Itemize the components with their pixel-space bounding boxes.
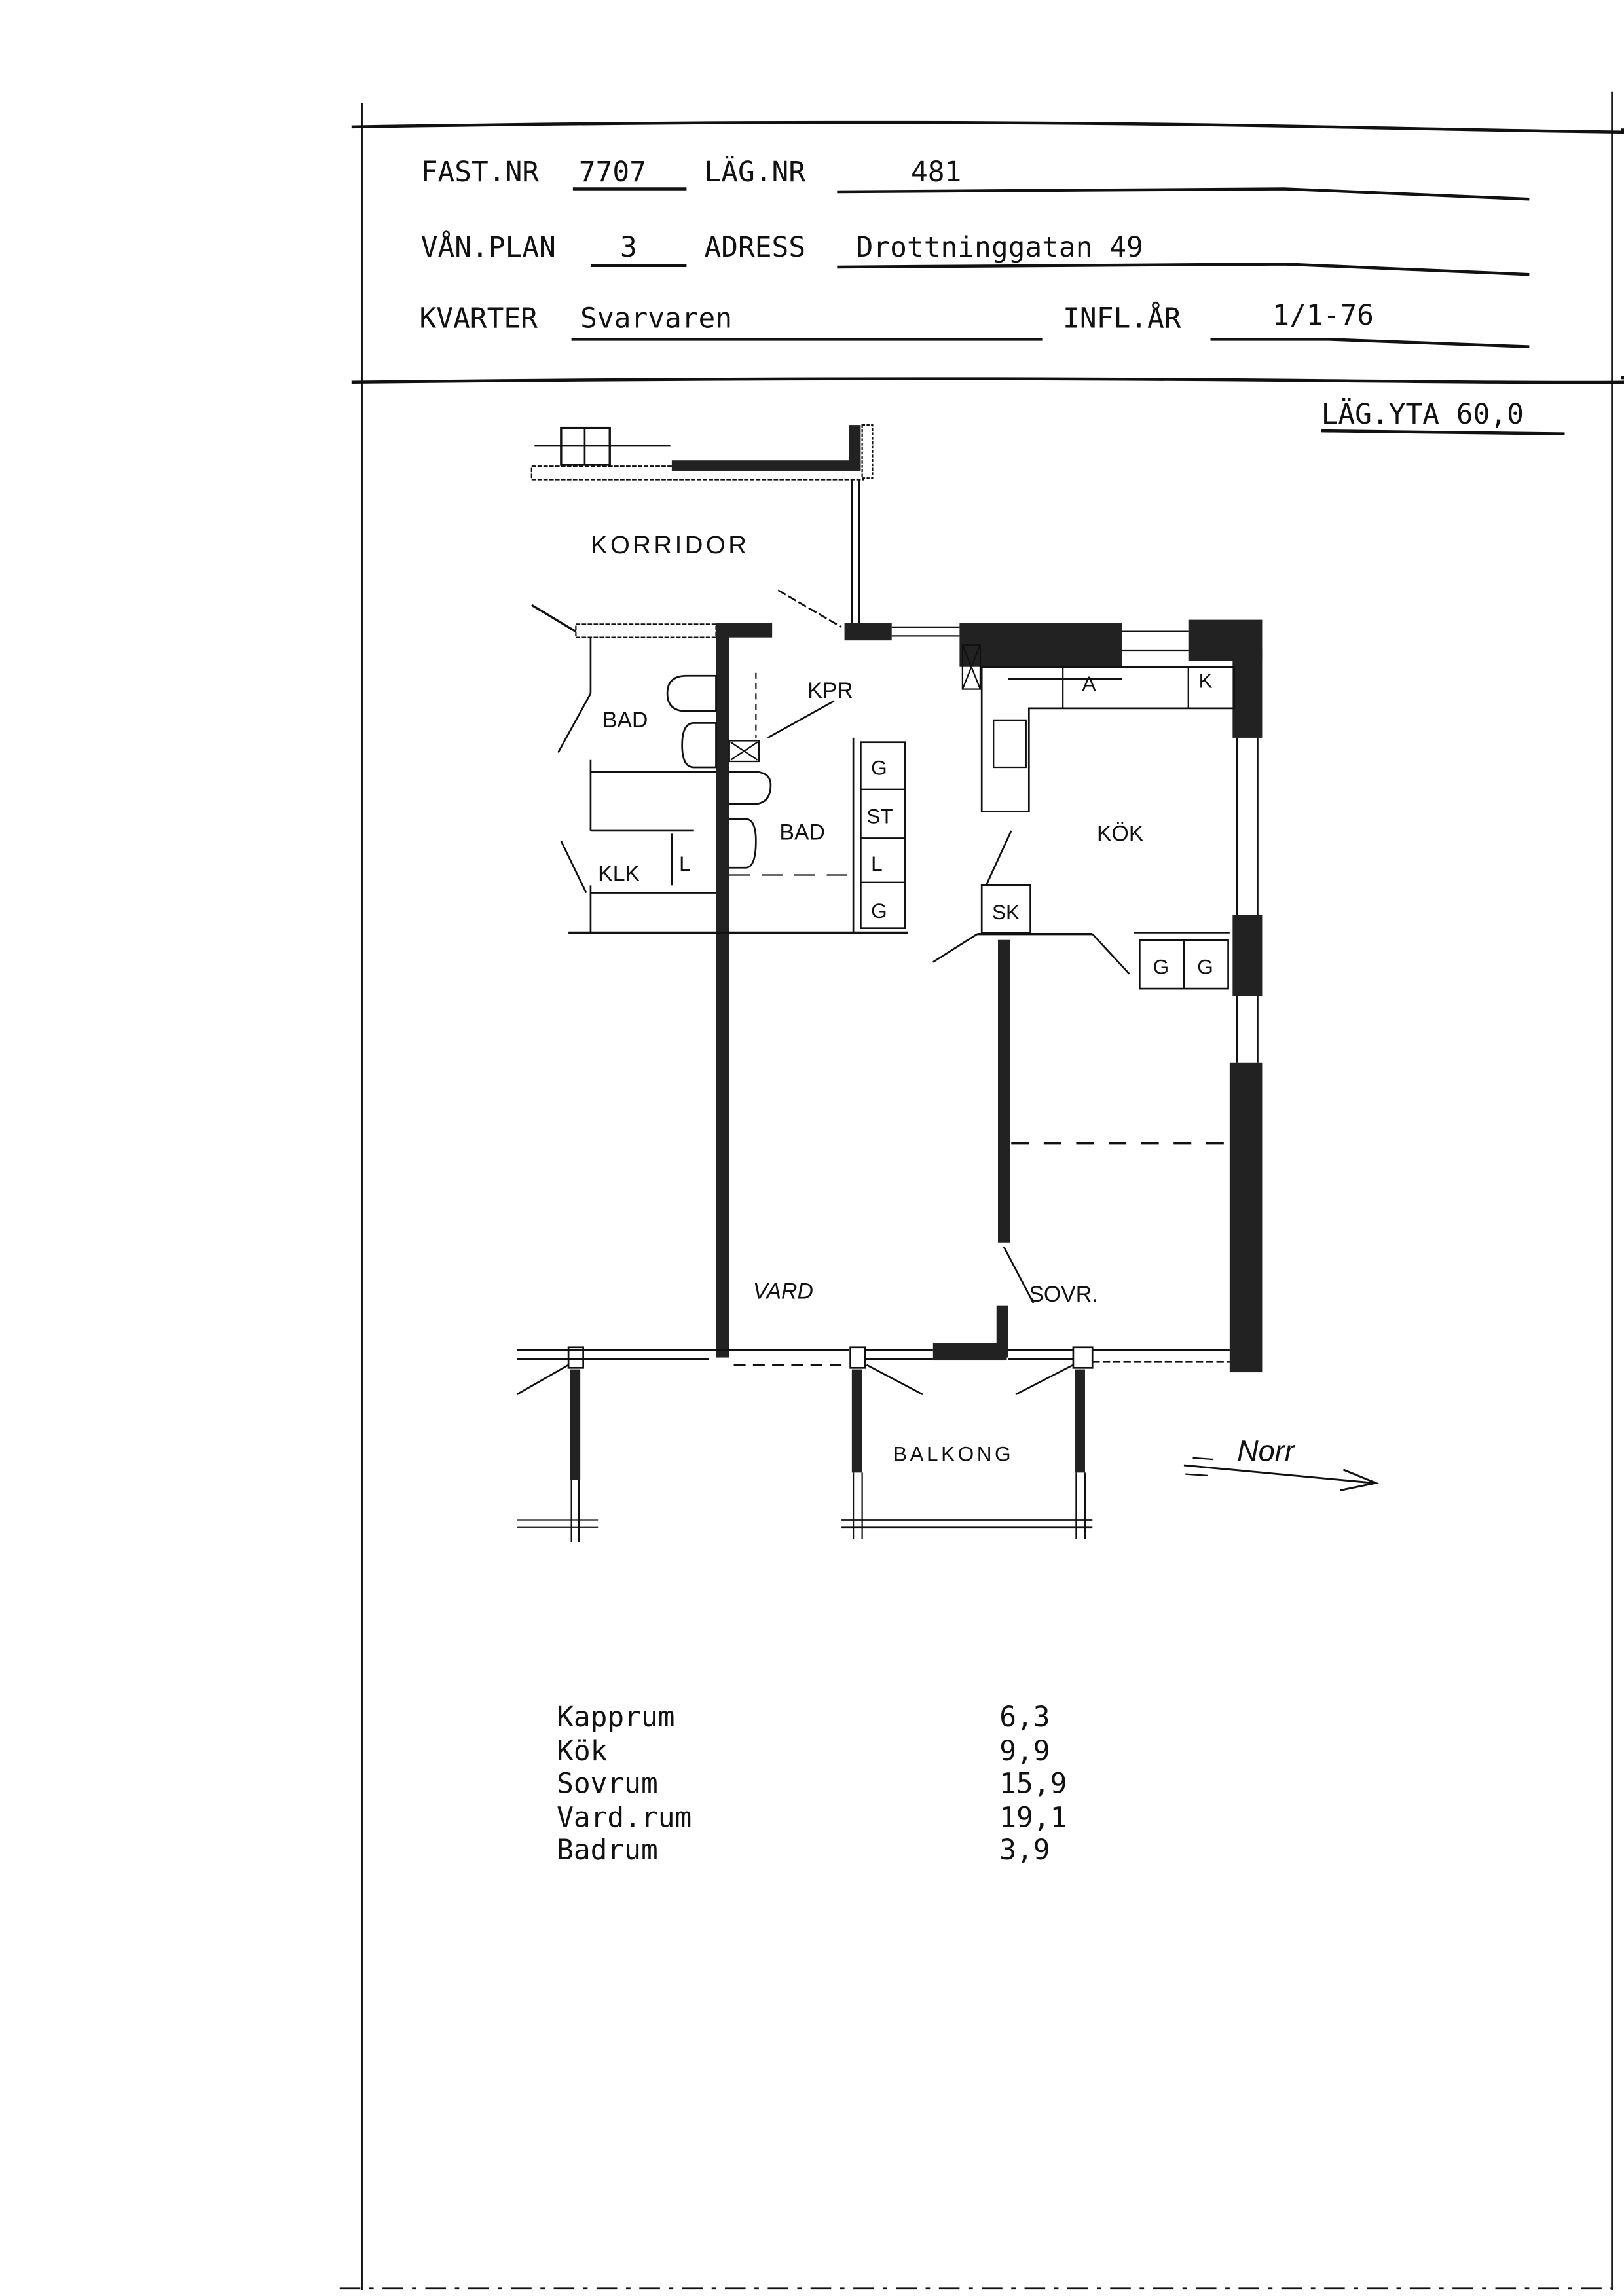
fixture-l-1: L: [871, 852, 883, 875]
label-korridor: KORRIDOR: [591, 531, 749, 559]
north-arrow-icon: [1183, 1457, 1379, 1491]
room-area: 3,9: [999, 1834, 1050, 1867]
adress-value: Drottninggatan 49: [857, 231, 1143, 264]
room-area: 15,9: [999, 1767, 1067, 1800]
fixture-st: ST: [866, 805, 893, 828]
room-name: Badrum: [557, 1834, 658, 1867]
room-area: 6,3: [999, 1701, 1050, 1734]
fixture-g-4: G: [1197, 955, 1213, 979]
lag-nr-label: LÄG.NR: [704, 156, 805, 189]
label-bad-2: BAD: [779, 820, 825, 845]
label-balkong: BALKONG: [893, 1442, 1014, 1465]
room-name: Vard.rum: [557, 1801, 692, 1834]
label-klk: KLK: [598, 862, 640, 886]
label-norr: Norr: [1237, 1434, 1296, 1467]
kvarter-label: KVARTER: [419, 302, 538, 335]
room-area-list: Kapprum 6,3 Kök 9,9 Sovrum 15,9 Vard.rum…: [557, 1701, 1067, 1867]
fast-nr-label: FAST.NR: [421, 156, 540, 189]
infl-ar-value: 1/1-76: [1272, 299, 1374, 332]
page-frame: [339, 91, 1624, 2290]
label-bad-1: BAD: [602, 708, 648, 733]
room-area: 19,1: [999, 1801, 1067, 1834]
fixture-k: K: [1199, 668, 1213, 692]
header-form: FAST.NR 7707 LÄG.NR 481 VÅN.PLAN 3 ADRES…: [419, 156, 1565, 435]
label-vard: VARD: [753, 1279, 813, 1303]
floor-plan: KORRIDOR BAD K: [516, 424, 1379, 1542]
lag-nr-value: 481: [911, 156, 961, 189]
room-name: Kapprum: [557, 1701, 674, 1734]
van-plan-value: 3: [620, 231, 637, 264]
fixture-l-2: L: [679, 852, 691, 875]
fixture-g-1: G: [871, 756, 887, 779]
label-sk: SK: [992, 900, 1020, 924]
label-kok: KÖK: [1097, 822, 1144, 847]
room-name: Kök: [557, 1735, 608, 1768]
lag-yta: LÄG.YTA 60,0: [1321, 398, 1524, 431]
label-sovr: SOVR.: [1029, 1282, 1098, 1307]
room-name: Sovrum: [557, 1767, 658, 1800]
adress-label: ADRESS: [704, 231, 805, 264]
kvarter-value: Svarvaren: [580, 302, 732, 335]
room-area: 9,9: [999, 1735, 1050, 1768]
fixture-a: A: [1082, 672, 1096, 695]
van-plan-label: VÅN.PLAN: [421, 230, 556, 264]
fixture-g-3: G: [1153, 955, 1170, 979]
infl-ar-label: INFL.ÅR: [1063, 301, 1181, 335]
fast-nr-value: 7707: [579, 156, 646, 189]
fixture-g-2: G: [871, 899, 887, 922]
label-kpr: KPR: [807, 678, 853, 703]
